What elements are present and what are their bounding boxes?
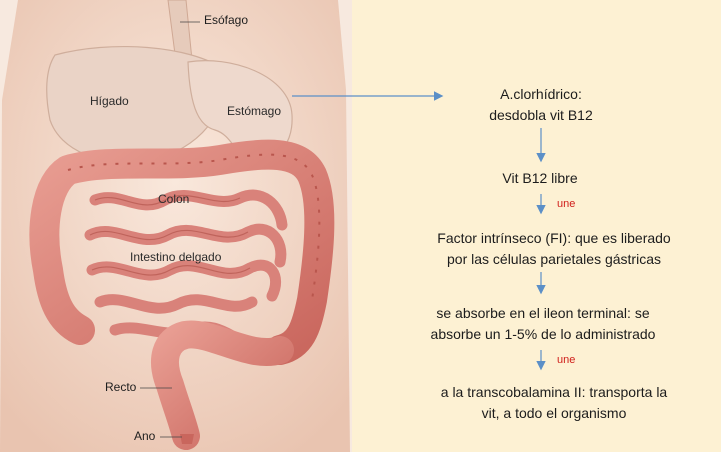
connector-une-2: une	[557, 354, 575, 366]
step-ileon-line2: absorbe un 1-5% de lo administrado	[398, 324, 688, 345]
step-transcobalamin: a la transcobalamina II: transporta la v…	[404, 382, 704, 424]
label-intestino-delgado: Intestino delgado	[130, 250, 221, 264]
step-acid: A.clorhídrico: desdobla vit B12	[456, 84, 626, 126]
digestive-system-drawing	[0, 0, 352, 452]
step-tc-line2: vit, a todo el organismo	[404, 403, 704, 424]
connector-une-1: une	[557, 198, 575, 210]
step-fi-line2: por las células parietales gástricas	[404, 249, 704, 270]
step-acid-line2: desdobla vit B12	[456, 105, 626, 126]
step-b12-free-text: Vit B12 libre	[470, 168, 610, 189]
label-colon: Colon	[158, 192, 189, 206]
step-fi-line1: Factor intrínseco (FI): que es liberado	[404, 228, 704, 249]
step-ileon-absorption: se absorbe en el ileon terminal: se abso…	[398, 303, 688, 345]
step-intrinsic-factor: Factor intrínseco (FI): que es liberado …	[404, 228, 704, 270]
label-higado: Hígado	[90, 94, 129, 108]
label-ano: Ano	[134, 429, 155, 443]
label-recto: Recto	[105, 380, 136, 394]
label-estomago: Estómago	[227, 104, 281, 118]
step-ileon-line1: se absorbe en el ileon terminal: se	[398, 303, 688, 324]
label-esofago: Esófago	[204, 13, 248, 27]
step-tc-line1: a la transcobalamina II: transporta la	[404, 382, 704, 403]
anatomy-illustration: Esófago Hígado Estómago Colon Intestino …	[0, 0, 352, 452]
step-acid-line1: A.clorhídrico:	[456, 84, 626, 105]
step-b12-free: Vit B12 libre	[470, 168, 610, 189]
anus-shape	[180, 434, 194, 444]
